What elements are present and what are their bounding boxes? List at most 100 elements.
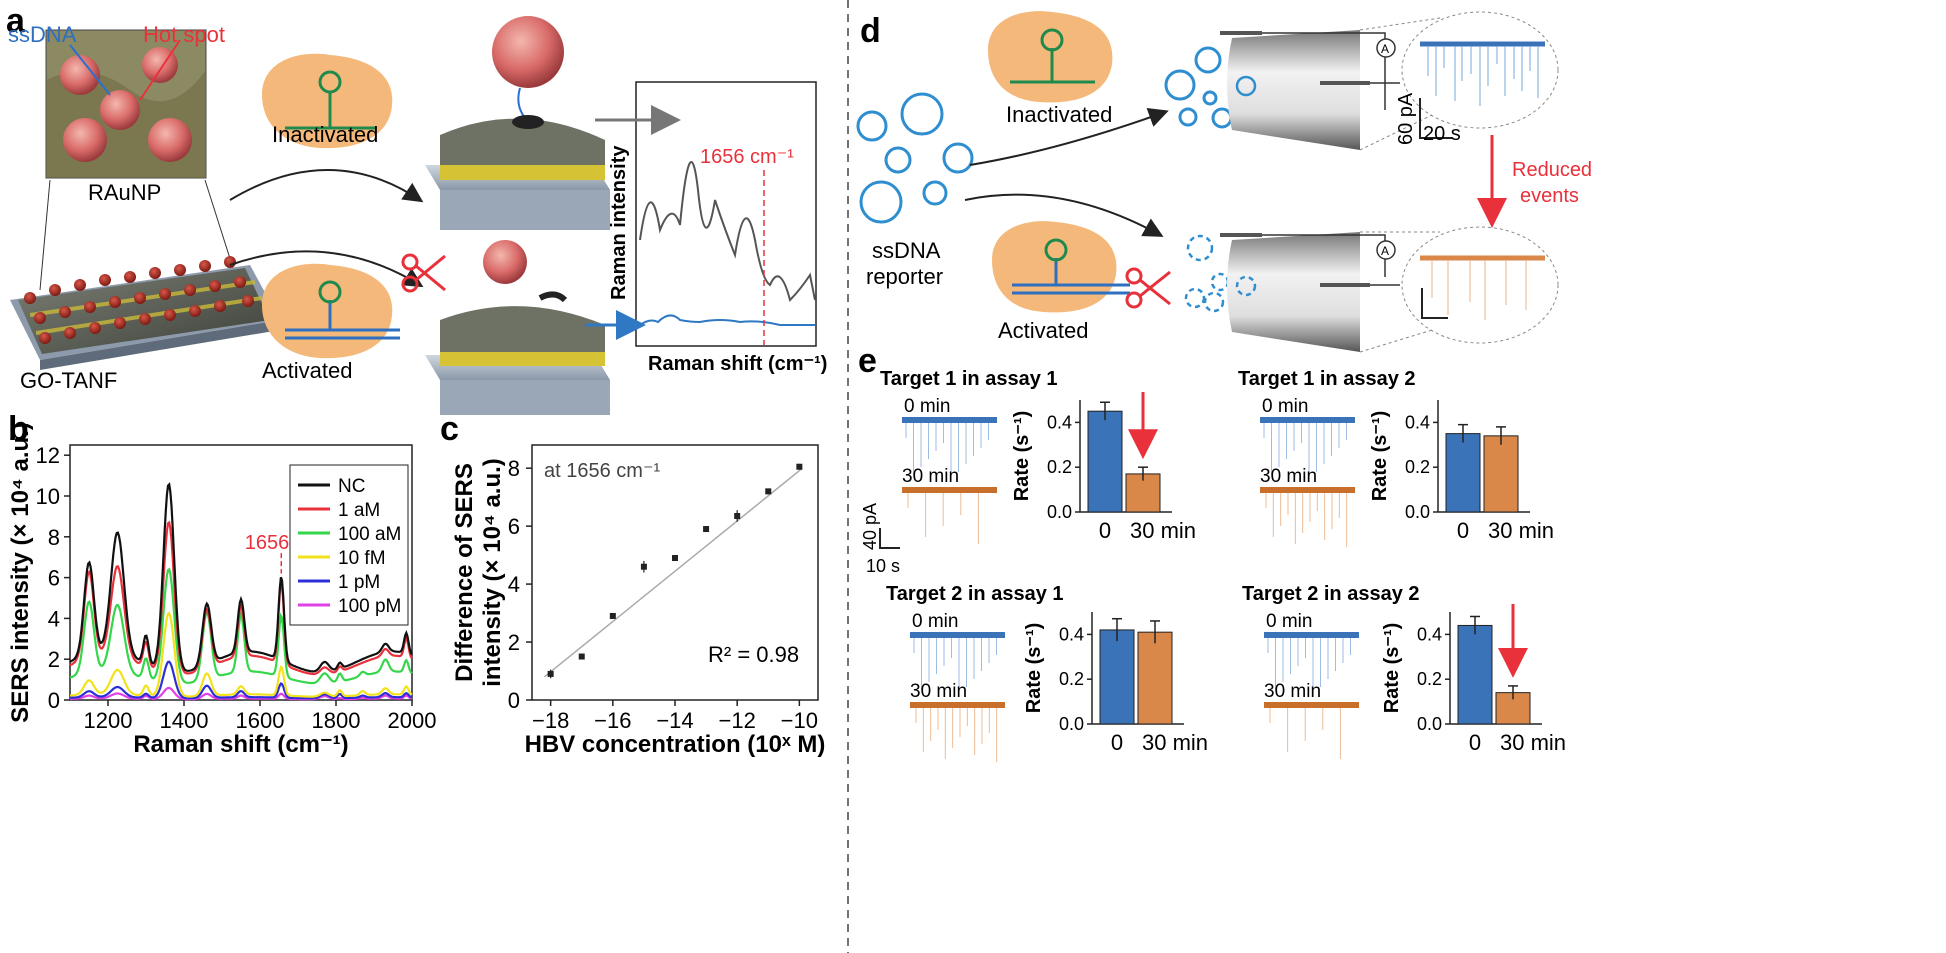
- hotspot-label: Hot spot: [143, 22, 225, 47]
- x-tick-label-b: 2000: [388, 708, 437, 733]
- x-tick-label-b: 1600: [236, 708, 285, 733]
- legend-label-b: 1 aM: [338, 500, 380, 521]
- x-axis-label-b: Raman shift (cm⁻¹): [133, 731, 348, 758]
- legend-label-b: 100 pM: [338, 596, 401, 617]
- cleaved-reporters: [1184, 234, 1230, 313]
- y-tick-label-b: 8: [48, 525, 60, 550]
- scale-bar-d-top: [1419, 98, 1452, 139]
- y-tick-label-c: 8: [508, 456, 520, 481]
- intact-reporters: [1164, 46, 1233, 129]
- hotspot-inset-image: [45, 29, 207, 179]
- spectrum-line-1-pM: [69, 660, 413, 700]
- assay-title: Target 2 in assay 1: [886, 583, 1064, 605]
- data-point-c: [547, 670, 554, 677]
- bar-x-label-30: 30 min: [1500, 730, 1566, 755]
- scale-time-d: 20 s: [1423, 123, 1461, 145]
- bar-30min: [1483, 435, 1519, 513]
- trace-label-30min: 30 min: [1260, 466, 1317, 487]
- data-point-c: [672, 555, 678, 562]
- activated-enzyme-icon: [262, 263, 400, 359]
- bar-y-tick-label: 0.4: [1059, 624, 1084, 644]
- data-point-c: [765, 488, 772, 495]
- spectrum-line-1-aM: [69, 520, 413, 676]
- y-tick-label-c: 2: [508, 630, 520, 655]
- bar-y-axis-label: Rate (s⁻¹): [1369, 411, 1391, 502]
- x-tick-label-b: 1400: [160, 708, 209, 733]
- bar-y-tick-label: 0.2: [1417, 669, 1442, 689]
- y-tick-label-b: 6: [48, 566, 60, 591]
- y-axis-label-c-1: Difference of SERS: [451, 463, 478, 682]
- inactivated-slab-image: [425, 16, 610, 230]
- ssdna-label: ssDNA: [8, 22, 77, 47]
- r2-label-c: R² = 0.98: [708, 642, 799, 667]
- ssdna-reporter-label-2: reporter: [866, 264, 943, 289]
- bar-x-label-0: 0: [1457, 518, 1469, 543]
- trace-label-30min: 30 min: [902, 466, 959, 487]
- panel-c-letter: c: [440, 410, 459, 448]
- bar-y-tick-label: 0.2: [1059, 669, 1084, 689]
- trace-inset-top: [1401, 11, 1559, 129]
- bar-x-label-0: 0: [1111, 730, 1123, 755]
- bar-y-axis-label: Rate (s⁻¹): [1011, 411, 1033, 502]
- activated-enzyme-icon-d: [992, 221, 1130, 313]
- assay-title: Target 1 in assay 2: [1238, 368, 1416, 390]
- spectrum-line-NC: [69, 482, 413, 673]
- panel-e-letter: e: [858, 342, 877, 380]
- ssdna-reporter-circles: [856, 92, 974, 224]
- nanopore-bottom: [1220, 232, 1400, 352]
- peak-1656-label-a: 1656 cm⁻¹: [700, 146, 794, 168]
- bar-y-tick-label: 0.2: [1405, 457, 1430, 477]
- bar-0min: [1087, 410, 1123, 513]
- inactivated-label-d: Inactivated: [1006, 102, 1112, 127]
- bar-30min: [1495, 692, 1531, 725]
- scale-time-e: 10 s: [866, 556, 900, 576]
- fit-line-c: [543, 467, 803, 678]
- activated-label-a: Activated: [262, 358, 353, 383]
- data-point-c: [609, 612, 616, 619]
- bar-y-tick-label: 0.0: [1405, 502, 1430, 522]
- y-axis-label-b: SERS intensity (× 10⁴ a.u.): [7, 422, 34, 723]
- reduced-events-label-2: events: [1520, 185, 1579, 207]
- raman-intensity-label: Raman intensity: [608, 145, 630, 300]
- x-tick-label-c: −14: [656, 708, 693, 733]
- scale-current-d: 60 pA: [1395, 92, 1417, 145]
- y-tick-label-c: 4: [508, 572, 520, 597]
- raman-spectrum-schematic: [635, 81, 817, 347]
- y-tick-label-b: 4: [48, 606, 60, 631]
- spectrum-line-100-aM: [69, 567, 413, 685]
- scale-bar-e: [879, 528, 900, 549]
- x-tick-label-c: −16: [594, 708, 631, 733]
- y-tick-label-c: 6: [508, 514, 520, 539]
- ssdna-reporter-label-1: ssDNA: [872, 238, 941, 263]
- data-point-c: [734, 512, 741, 519]
- bar-0min: [1445, 433, 1481, 513]
- panel-b-letter: b: [8, 410, 29, 448]
- data-point-c: [578, 653, 585, 660]
- x-tick-label-b: 1800: [312, 708, 361, 733]
- raman-shift-label-a: Raman shift (cm⁻¹): [648, 353, 827, 375]
- bar-0min: [1099, 629, 1135, 725]
- scissors-icon-a: [401, 253, 446, 293]
- scissors-icon-d: [1125, 267, 1171, 309]
- go-tanf-substrate: [10, 256, 280, 370]
- inactivated-label-a: Inactivated: [272, 122, 378, 147]
- bar-x-label-30: 30 min: [1142, 730, 1208, 755]
- y-tick-label-b: 12: [36, 443, 60, 468]
- bar-y-tick-label: 0.2: [1047, 457, 1072, 477]
- bar-x-label-30: 30 min: [1488, 518, 1554, 543]
- bar-x-label-30: 30 min: [1130, 518, 1196, 543]
- x-tick-label-c: −18: [532, 708, 569, 733]
- ammeter-icon-top: A: [1381, 42, 1389, 56]
- trace-label-0min: 0 min: [904, 396, 950, 417]
- y-tick-label-b: 10: [36, 484, 60, 509]
- trace-label-0min: 0 min: [912, 611, 958, 632]
- bar-y-axis-label: Rate (s⁻¹): [1023, 623, 1045, 714]
- y-tick-label-c: 0: [508, 688, 520, 713]
- bar-y-tick-label: 0.4: [1417, 624, 1442, 644]
- inactivated-enzyme-icon-d: [988, 11, 1113, 103]
- spectrum-line-100-pM: [70, 686, 413, 701]
- y-axis-label-c-2: intensity (× 10⁴ a.u.): [479, 458, 506, 687]
